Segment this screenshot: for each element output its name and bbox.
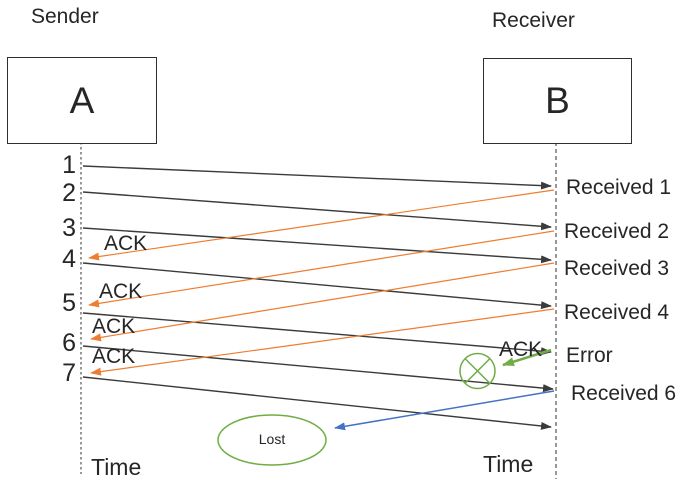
- ack-label-4: ACK: [92, 345, 136, 368]
- error-label: Error: [566, 344, 613, 367]
- ack-destroyed-arrow: [502, 348, 552, 367]
- received-label-4: Received 4: [564, 301, 670, 324]
- received-6-label: Received 6: [571, 382, 677, 405]
- sender-title: Sender: [31, 5, 99, 28]
- receiver-title: Receiver: [492, 9, 575, 32]
- receiver-time-label: Time: [483, 451, 534, 477]
- ack-label-3: ACK: [92, 315, 136, 338]
- ack-line-1: [88, 189, 555, 261]
- frame-line-2: [82, 191, 552, 231]
- lost-ellipse: [217, 414, 327, 466]
- error-cross-icon: [459, 352, 496, 390]
- seq-number-1: 1: [62, 151, 76, 179]
- frame-line-4: [82, 262, 552, 310]
- receiver-node-box: B: [483, 58, 632, 144]
- ack-line-4: [90, 308, 555, 376]
- ack-line-2: [88, 230, 555, 308]
- seq-number-2: 2: [62, 179, 76, 207]
- lost-label: Lost: [258, 431, 286, 447]
- frame-line-3: [82, 227, 552, 264]
- frame-line-1: [82, 165, 552, 190]
- ack-line-3: [90, 262, 555, 342]
- ack-label-2: ACK: [99, 280, 143, 303]
- received-label-1: Received 1: [566, 176, 672, 199]
- received-label-3: Received 3: [564, 257, 670, 280]
- seq-number-7: 7: [62, 359, 76, 387]
- seq-number-4: 4: [62, 245, 76, 273]
- sender-node-box: A: [7, 57, 157, 144]
- frame-line-7: [82, 376, 552, 430]
- receiver-node-label: B: [545, 80, 570, 121]
- sender-time-label: Time: [91, 454, 142, 480]
- sender-node-label: A: [69, 79, 95, 121]
- ack-label-1: ACK: [104, 232, 148, 255]
- lost-pointer-arrow: [334, 390, 555, 431]
- frame-line-5-error: [82, 312, 552, 356]
- receiver-ack-label: ACK: [499, 338, 543, 361]
- received-label-2: Received 2: [564, 220, 670, 243]
- seq-number-3: 3: [62, 214, 76, 242]
- frame-line-6: [82, 345, 554, 393]
- seq-number-5: 5: [62, 289, 76, 317]
- seq-number-6: 6: [62, 329, 76, 357]
